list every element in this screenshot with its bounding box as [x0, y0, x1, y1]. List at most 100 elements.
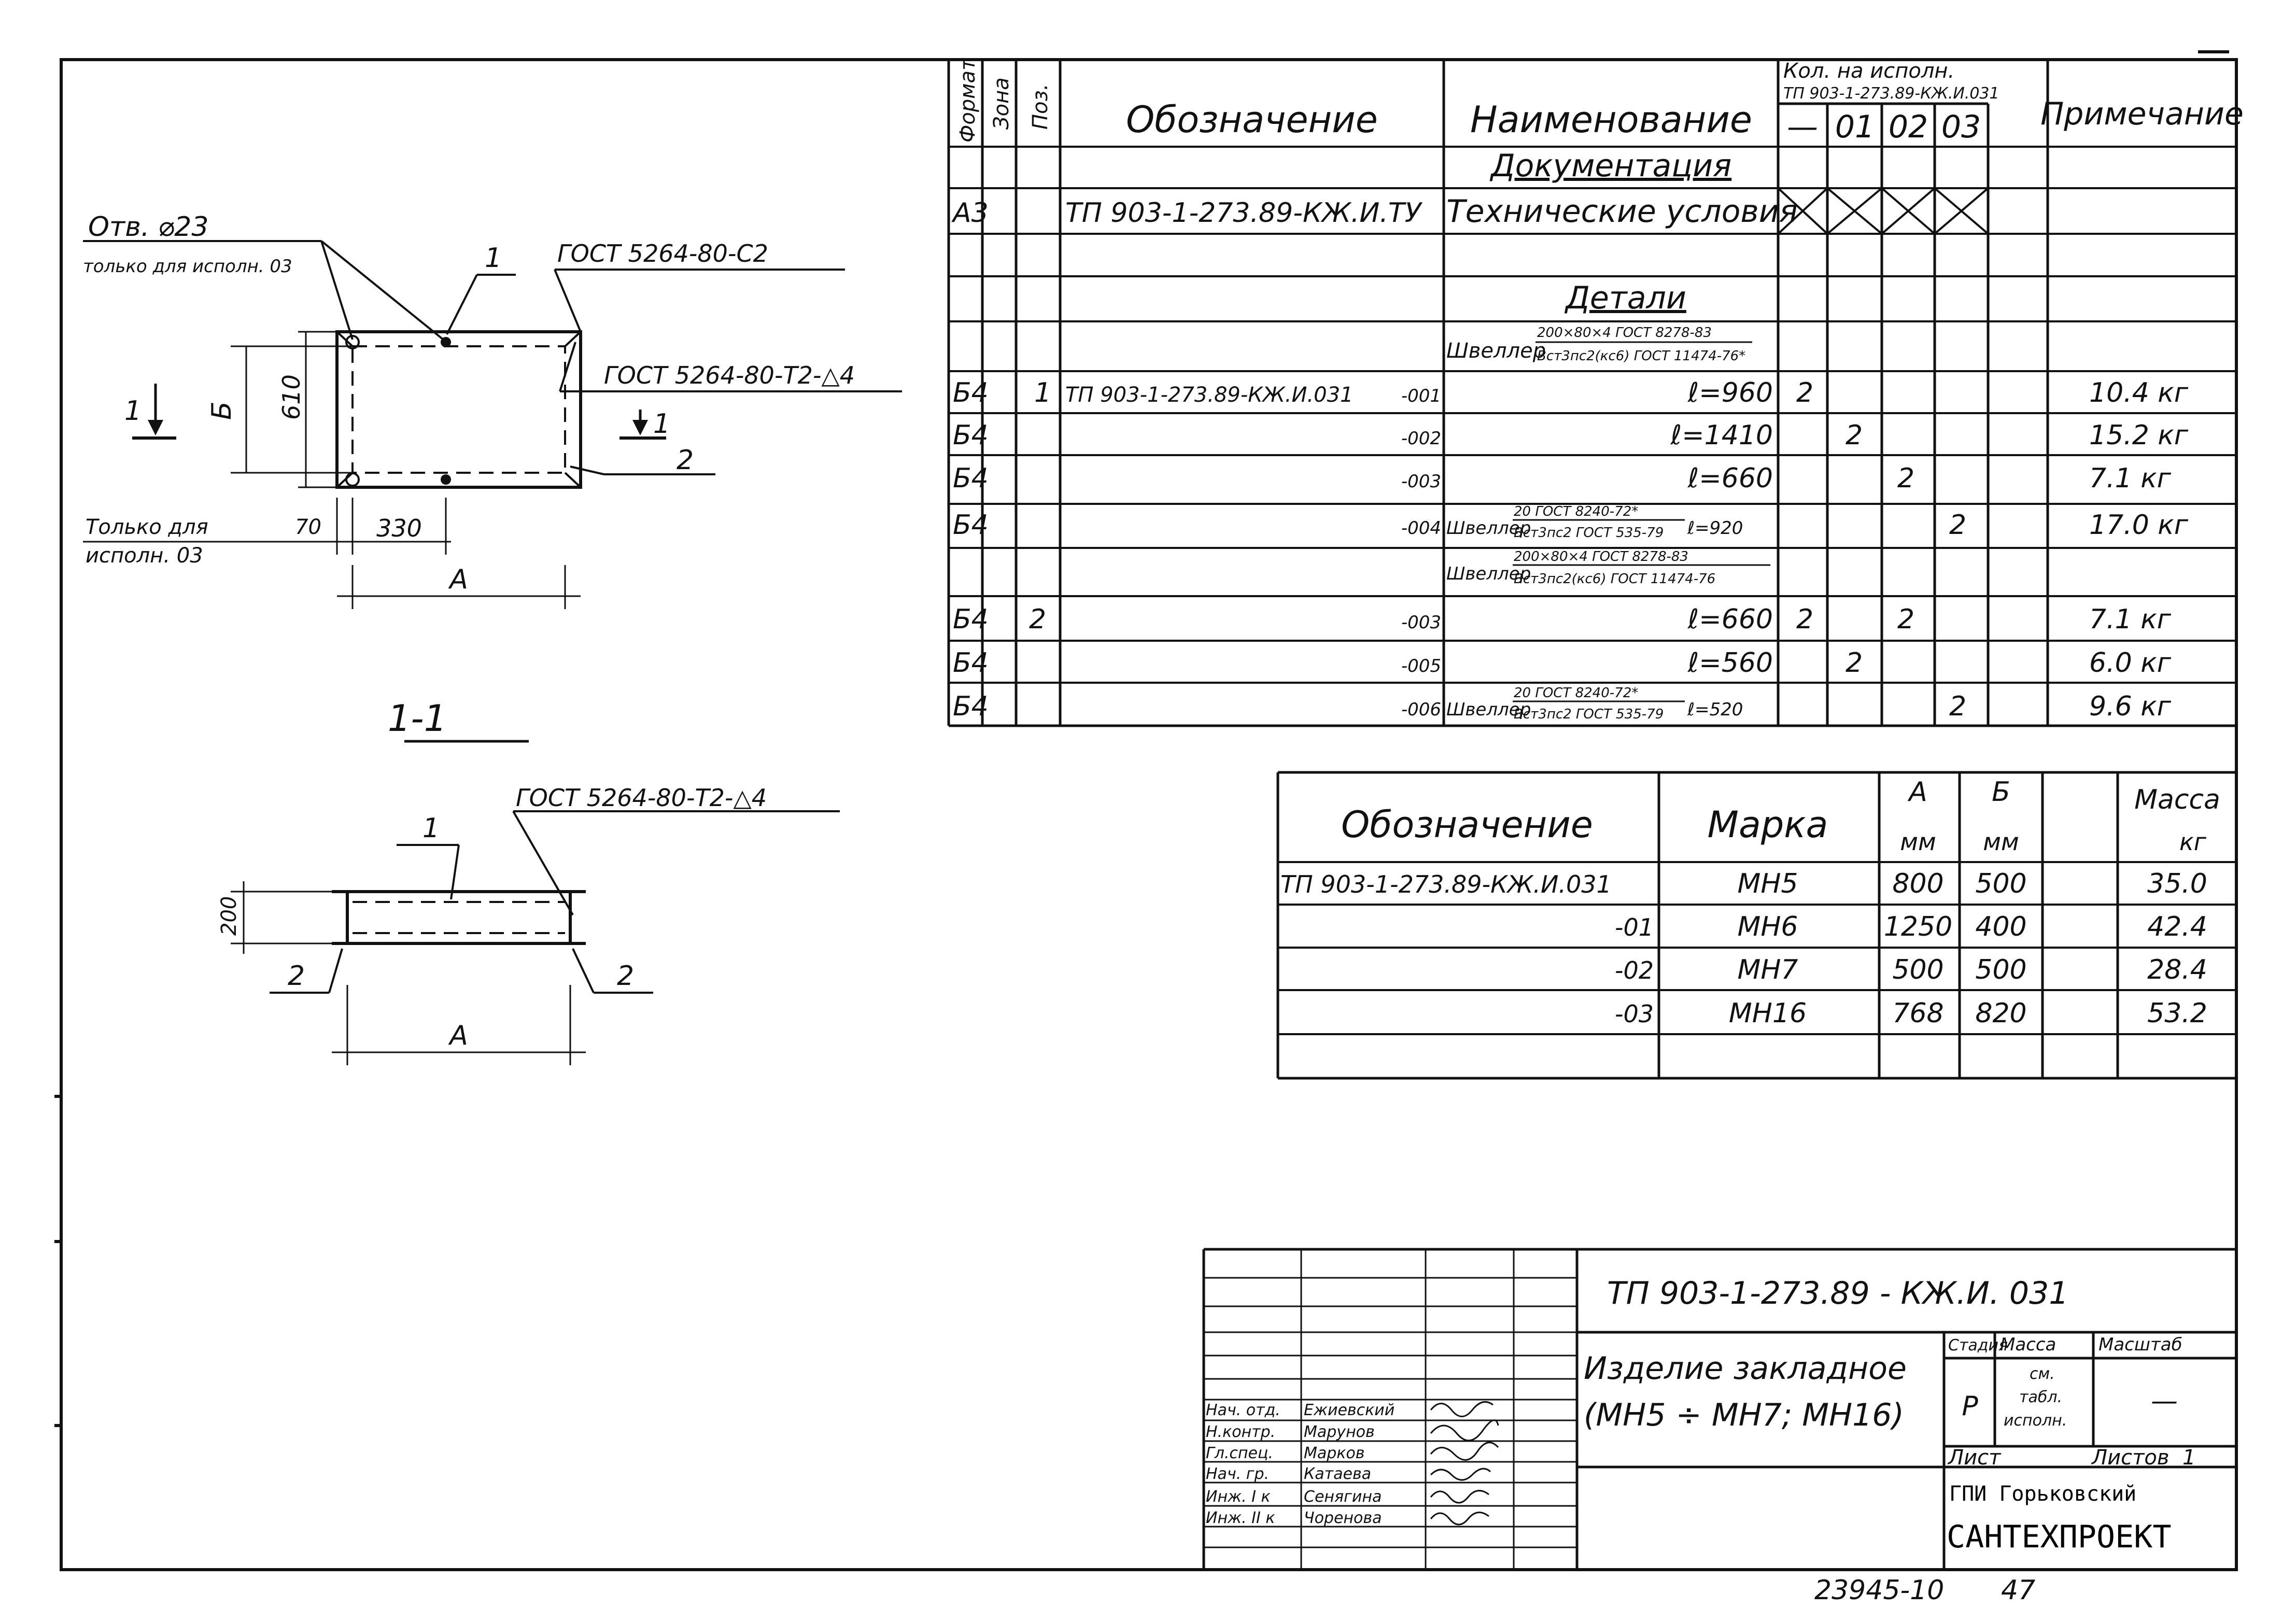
row8-suffix: -004 [1401, 518, 1441, 539]
row8-tail: ℓ=920 [1687, 518, 1743, 539]
row1-name: Технические условия [1446, 193, 1798, 230]
row10-note: 7.1 кг [2089, 604, 2172, 635]
header-designation: Обозначение [1126, 98, 1378, 141]
row5-pos: 1 [1034, 377, 1051, 408]
signer-role: Нач. гр. [1206, 1465, 1269, 1483]
row10-q0: 2 [1796, 604, 1813, 635]
mass-value-3: исполн. [2004, 1412, 2067, 1430]
marks-header-a: А [1907, 777, 1927, 808]
marks-header-a-unit: мм [1900, 828, 1936, 856]
section-title: 1-1 [388, 697, 447, 740]
doc-number: 23945-10 [1814, 1575, 1944, 1606]
row12-frac-top: 20 ГОСТ 8240-72* [1514, 685, 1638, 701]
mass-label: Масса [2000, 1334, 2056, 1355]
only-for-note: Только для [86, 515, 208, 539]
sheet-frame [60, 50, 2238, 1571]
row10-pos: 2 [1029, 604, 1046, 635]
marks-header-b: Б [1992, 777, 2010, 808]
row5-suffix: -001 [1401, 386, 1441, 406]
row1-format: А3 [951, 198, 989, 229]
pos-2-label: 2 [677, 445, 694, 476]
sheet-label: Лист [1947, 1446, 2002, 1470]
row11-q1: 2 [1846, 647, 1863, 679]
title-line-2: (МН5 ÷ МН7; МН16) [1584, 1397, 1904, 1433]
header-qty-title: Кол. на исполн. [1783, 59, 1954, 83]
dim-200: 200 [217, 896, 241, 936]
row7-q2: 2 [1897, 463, 1914, 494]
hole-note-2: только для исполн. 03 [83, 256, 292, 277]
title-line-1: Изделие закладное [1584, 1350, 1907, 1387]
row5-designation: ТП 903-1-273.89-КЖ.И.031 [1065, 383, 1353, 407]
border-ticks [54, 1095, 62, 1427]
section-view: 1-1 ГОСТ 5264-80-Т2-△4 1 2 2 200 А [217, 697, 840, 1065]
specification-table: Формат Зона Поз. Обозначение Наименовани… [947, 58, 2244, 727]
row11-name: ℓ=560 [1687, 647, 1773, 679]
marks-row0-designation: ТП 903-1-273.89-КЖ.И.031 [1280, 870, 1612, 898]
row10-suffix: -003 [1401, 612, 1441, 633]
dim-b: Б [206, 401, 237, 420]
row12-frac-bot: Вст3пс2 ГОСТ 535-79 [1514, 707, 1664, 722]
hole-marker [345, 335, 360, 349]
row12-name: Швеллер [1446, 699, 1531, 720]
mass-value-2: табл. [2019, 1388, 2062, 1406]
signer-role: Н.контр. [1206, 1423, 1275, 1441]
header-pos: Поз. [1029, 83, 1052, 130]
section-weld-note: ГОСТ 5264-80-Т2-△4 [516, 784, 767, 812]
signer-name: Ежиевский [1304, 1401, 1394, 1419]
row9-frac-bot: Вст3пс2(кс6) ГОСТ 11474-76 [1514, 571, 1715, 587]
row7-format: Б4 [953, 463, 989, 494]
marks-row0-b: 500 [1975, 868, 2026, 899]
marks-header-designation: Обозначение [1341, 803, 1593, 846]
header-format: Формат [956, 58, 980, 143]
plan-view: Отв. ⌀23 только для исполн. 03 ГОСТ 5264… [83, 211, 902, 609]
signer-name: Марунов [1304, 1423, 1375, 1441]
row6-q1: 2 [1846, 420, 1863, 451]
mass-value-1: см. [2030, 1365, 2055, 1383]
row8-format: Б4 [953, 510, 989, 541]
signer-name: Чоренова [1304, 1509, 1382, 1527]
signer-name: Катаева [1304, 1465, 1371, 1483]
row5-note: 10.4 кг [2089, 377, 2189, 408]
row4-name: Швеллер [1446, 339, 1546, 363]
org-line-2: САНТЕХПРОЕКТ [1947, 1519, 2171, 1555]
weld-side-note: ГОСТ 5264-80-Т2-△4 [604, 361, 855, 389]
section-details: Детали [1564, 280, 1686, 316]
dim-610: 610 [277, 374, 305, 420]
marks-table: Обозначение Марка А мм Б мм Масса кг ТП … [1276, 771, 2236, 1080]
row8-q3: 2 [1949, 510, 1966, 541]
marks-row3-designation: -03 [1615, 1000, 1654, 1028]
header-qty-0: — [1787, 109, 1818, 145]
dim-70: 70 [295, 515, 321, 539]
signer-role: Нач. отд. [1206, 1401, 1280, 1419]
row8-name: Швеллер [1446, 518, 1531, 539]
section-pos-1: 1 [422, 813, 440, 844]
row7-suffix: -003 [1401, 471, 1441, 492]
row12-tail: ℓ=520 [1687, 699, 1743, 720]
section-documentation: Документация [1489, 148, 1731, 184]
marks-header-b-unit: мм [1983, 828, 2019, 856]
hole-marker [441, 474, 451, 485]
page-number: 47 [2001, 1575, 2035, 1606]
marks-row1-designation: -01 [1615, 913, 1654, 941]
header-qty-02: 02 [1889, 109, 1928, 145]
marks-header-mark: Марка [1708, 803, 1828, 846]
signer-role: Гл.спец. [1206, 1444, 1273, 1462]
dim-330: 330 [376, 514, 422, 542]
row12-suffix: -006 [1401, 699, 1441, 720]
row12-format: Б4 [953, 691, 989, 722]
stage-label: Стадия [1948, 1336, 2008, 1355]
row10-q2: 2 [1897, 604, 1914, 635]
org-line-1: ГПИ Горьковский [1949, 1482, 2136, 1506]
marks-header-mass-unit: кг [2179, 828, 2207, 856]
section-pos-2-right: 2 [617, 961, 634, 992]
row9-name: Швеллер [1446, 563, 1531, 584]
header-zone: Зона [990, 77, 1013, 130]
row12-note: 9.6 кг [2089, 691, 2172, 722]
sheets-label: Листов [2091, 1446, 2169, 1470]
header-name: Наименование [1470, 98, 1752, 141]
row8-frac-bot: Вст3пс2 ГОСТ 535-79 [1514, 525, 1664, 541]
marks-row1-a: 1250 [1884, 911, 1952, 942]
marks-row0-mark: МН5 [1737, 868, 1798, 899]
marks-row3-mark: МН16 [1729, 998, 1807, 1029]
section-mark-left: 1 [124, 396, 142, 427]
